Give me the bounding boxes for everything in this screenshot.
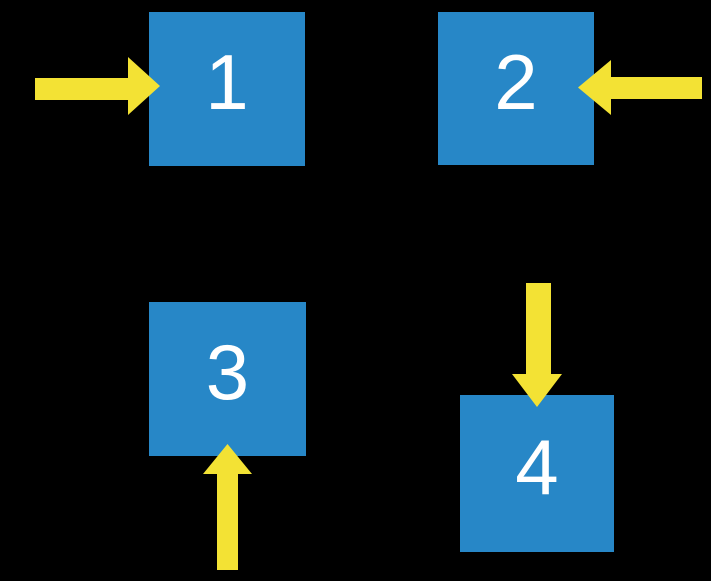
square-4-number: 4 [515,422,559,511]
square-3-number: 3 [205,328,250,416]
arrow-right-icon [35,57,160,115]
arrow-up-icon [203,444,252,570]
square-2-number: 2 [494,37,538,126]
square-4: 4 [460,395,614,552]
square-1: 1 [149,12,305,166]
arrow-left-icon [578,60,702,115]
square-2: 2 [438,12,594,165]
arrow-down-icon [512,283,562,407]
square-3: 3 [149,302,306,456]
square-1-number: 1 [205,38,249,126]
